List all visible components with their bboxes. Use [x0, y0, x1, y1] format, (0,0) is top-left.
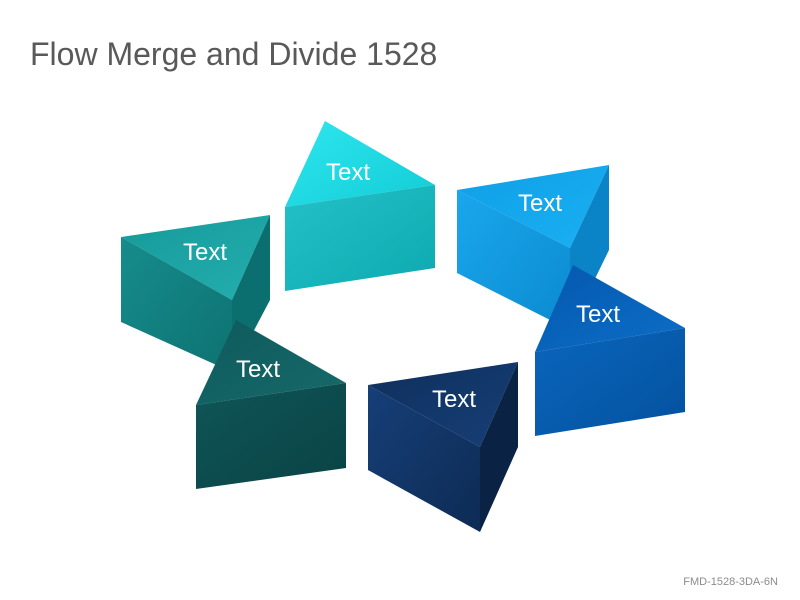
prism-4-front-face — [535, 328, 685, 436]
prism-6-label: Text — [432, 386, 476, 413]
prism-6-side-face — [480, 362, 518, 532]
footer-code: FMD-1528-3DA-6N — [683, 576, 778, 588]
prism-2-front-face — [457, 190, 570, 330]
prism-6[interactable]: Text — [368, 362, 518, 532]
prism-1-top-face — [285, 121, 435, 207]
prism-6-front-face — [368, 385, 480, 532]
prism-1-front-face — [285, 185, 435, 291]
slide-title: Flow Merge and Divide 1528 — [30, 36, 438, 72]
prism-5[interactable]: Text — [196, 320, 346, 489]
prism-4-label: Text — [576, 301, 620, 328]
prism-5-label: Text — [236, 356, 280, 383]
prism-1[interactable]: Text — [285, 121, 435, 291]
prism-2-label: Text — [518, 190, 562, 217]
prism-4[interactable]: Text — [535, 265, 685, 436]
prism-6-top-face — [368, 362, 518, 447]
prism-5-top-face — [196, 320, 346, 405]
prism-4-top-face — [535, 265, 685, 352]
prism-3-front-face — [121, 237, 232, 372]
prism-5-front-face — [196, 383, 346, 489]
prism-3-top-face — [121, 215, 270, 300]
prism-2-top-face — [457, 165, 609, 248]
prism-1-label: Text — [326, 159, 370, 186]
prism-3-label: Text — [183, 239, 227, 266]
